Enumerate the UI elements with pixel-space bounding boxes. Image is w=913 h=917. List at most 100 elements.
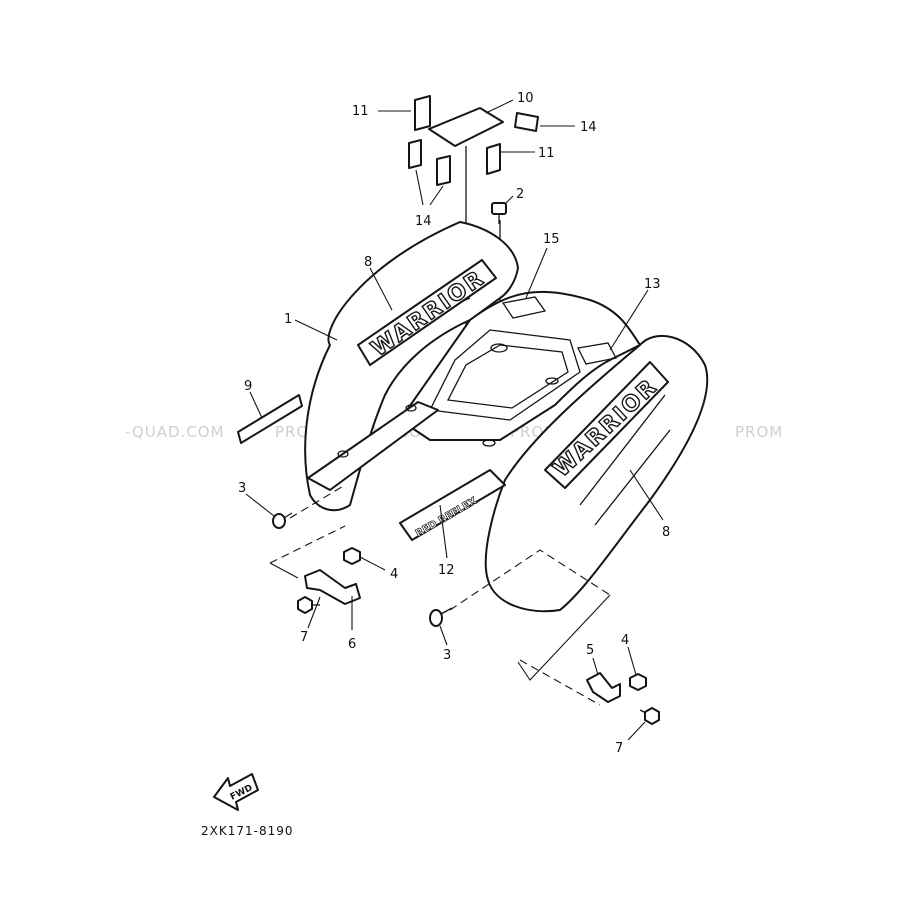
leader	[609, 289, 649, 351]
fender-deck	[399, 290, 641, 441]
left-rail	[307, 401, 439, 491]
rail-bar	[307, 401, 439, 491]
leader	[245, 493, 275, 517]
mount-hole	[490, 343, 508, 353]
fender-stripe	[594, 429, 671, 526]
callout-5: 5	[586, 643, 594, 658]
callout-14: 14	[580, 120, 597, 135]
bolt-head	[297, 596, 313, 614]
bolt-head	[272, 513, 286, 529]
bolt-head	[429, 609, 443, 627]
decal-panel	[357, 259, 497, 366]
rail-hole	[405, 404, 417, 412]
sticker-11-right	[486, 143, 501, 175]
callout-3: 3	[238, 481, 246, 496]
callout-4: 4	[390, 567, 398, 582]
callout-3: 3	[443, 648, 451, 663]
callout-1: 1	[284, 312, 292, 327]
decal-panel	[544, 361, 669, 489]
callout-15: 15	[543, 232, 560, 247]
storage-recess	[429, 329, 581, 421]
sticker-14-left-a	[408, 139, 422, 169]
fwd-arrow-icon: FWD	[213, 773, 259, 811]
bolt-7-left	[297, 596, 320, 614]
callout-7: 7	[615, 741, 623, 756]
arrow-shape	[213, 773, 259, 811]
plane-line	[517, 594, 611, 681]
leader	[627, 721, 646, 741]
callout-8: 8	[364, 255, 372, 270]
leader-lines	[245, 99, 664, 741]
leader	[485, 99, 514, 114]
leader	[294, 319, 338, 341]
callout-6: 6	[348, 637, 356, 652]
leader	[415, 169, 424, 206]
bolt-3-right	[429, 607, 453, 627]
sticker-14-right	[514, 112, 539, 132]
nut-4-right	[629, 673, 647, 691]
plane-line	[519, 659, 601, 706]
callout-10: 10	[517, 91, 534, 106]
bolt-head	[644, 707, 660, 725]
plane-line	[449, 549, 611, 611]
leader	[629, 469, 664, 521]
bracket-6	[304, 569, 361, 605]
callout-2: 2	[516, 187, 524, 202]
sticker-group	[408, 95, 539, 186]
assembly-axis	[289, 484, 346, 519]
leader	[592, 657, 599, 676]
bolt-shank	[283, 512, 293, 519]
leader	[359, 556, 386, 571]
fender-stripe	[579, 394, 666, 506]
leader	[307, 596, 321, 629]
nut-4-left	[343, 547, 361, 565]
storage-recess-inner	[446, 344, 569, 409]
bolt-shank	[440, 607, 453, 615]
rail-hole	[337, 450, 349, 458]
plane-line	[269, 562, 299, 579]
callout-14: 14	[415, 214, 432, 229]
plane-line	[269, 525, 346, 564]
callout-12: 12	[438, 563, 455, 578]
leader	[627, 646, 637, 676]
bolt-7-right	[639, 707, 660, 725]
callout-11: 11	[538, 146, 555, 161]
reflector-panel	[399, 469, 506, 541]
mount-hole	[482, 439, 496, 447]
leader	[429, 185, 444, 206]
bolt-shank	[639, 709, 647, 714]
sticker-13-recess	[577, 342, 617, 365]
sticker-11-top	[414, 95, 431, 131]
diagram-code: 2XK171-8190	[201, 824, 294, 838]
bracket-5	[586, 672, 621, 703]
leader	[439, 625, 448, 646]
leader	[369, 267, 393, 311]
sticker-15-recess	[501, 296, 547, 319]
right-fender-wing	[484, 335, 709, 613]
callout-9: 9	[244, 379, 252, 394]
leader	[525, 247, 548, 299]
bolt-2	[491, 202, 507, 224]
callout-8: 8	[662, 525, 670, 540]
leader	[439, 504, 448, 559]
leader	[505, 195, 514, 204]
callout-11: 11	[352, 104, 369, 119]
bracket-body	[304, 569, 361, 605]
bolt-3-left	[272, 512, 293, 529]
bolt-head	[491, 202, 507, 215]
watermark-text: -QUAD.COM	[125, 423, 225, 441]
sticker-9	[237, 394, 303, 444]
callout-13: 13	[644, 277, 661, 292]
callout-4: 4	[621, 633, 629, 648]
mount-hole	[545, 377, 559, 385]
nut	[343, 547, 361, 565]
callout-7: 7	[300, 630, 308, 645]
callout-labels: 11 10 14 11 14 2 15 13 8 1 9 3 4 6 7 12 …	[238, 91, 670, 756]
bracket-body	[586, 672, 621, 703]
leader	[249, 391, 263, 419]
sticker-10	[428, 107, 504, 147]
nut	[629, 673, 647, 691]
sticker-14-left-b	[436, 155, 451, 186]
